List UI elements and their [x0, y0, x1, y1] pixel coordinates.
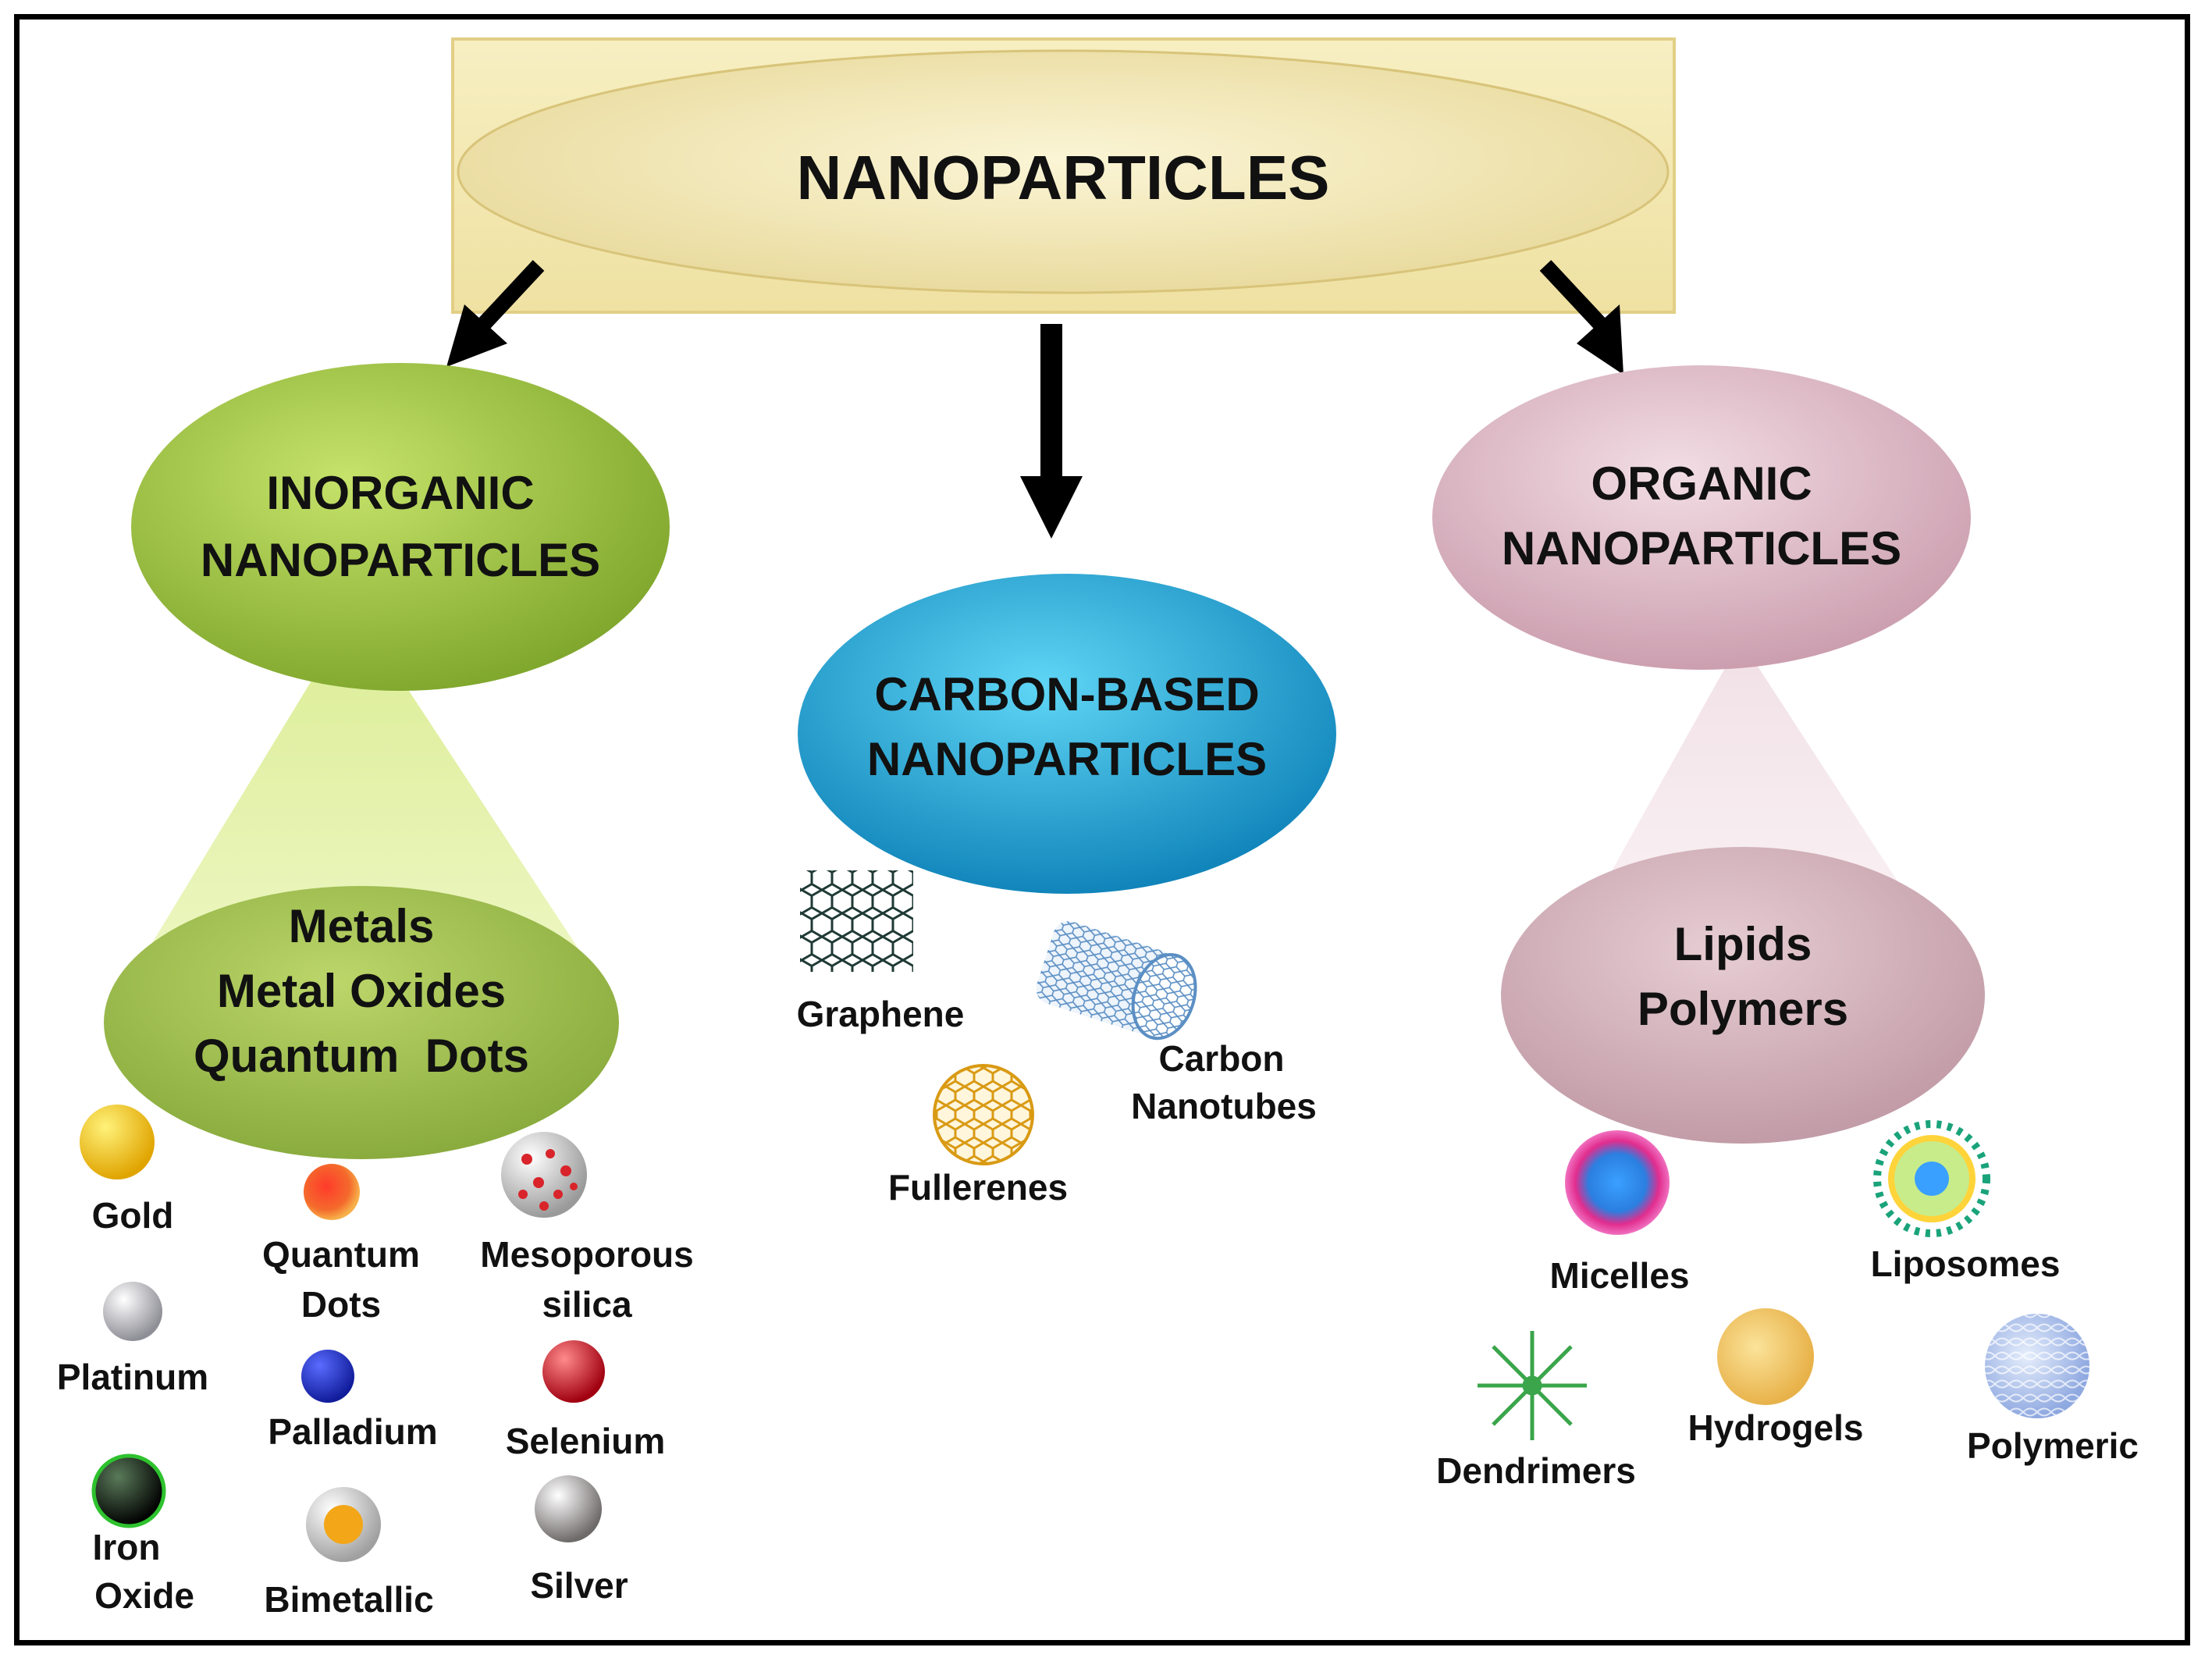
inorganic-subtype-metals: Metals [289, 900, 435, 952]
inorganic-subtype-metal-oxides: Metal Oxides [217, 965, 506, 1017]
arrow-to-carbon [1020, 324, 1083, 539]
silver-icon [535, 1475, 602, 1542]
organic-heading-ellipse [1432, 365, 1971, 670]
organic-branch: ORGANIC NANOPARTICLES Lipids Polymers [1432, 365, 1985, 1144]
carbon-nanotubes-label-line1: Carbon [1159, 1038, 1285, 1079]
selenium-label: Selenium [506, 1421, 666, 1461]
gold-example: Gold [80, 1105, 173, 1236]
graphene-example: Graphene [797, 870, 965, 1034]
hydrogel-icon [1717, 1308, 1814, 1405]
polymeric-example: Polymeric [1967, 1314, 2139, 1466]
palladium-example: Palladium [268, 1350, 438, 1452]
liposomes-label: Liposomes [1871, 1243, 2061, 1284]
bimetallic-core [324, 1505, 363, 1544]
fullerenes-example: Fullerenes [888, 1064, 1068, 1208]
silver-label: Silver [530, 1565, 628, 1606]
carbon-heading-ellipse [798, 574, 1336, 894]
carbon-nanotubes-label-line2: Nanotubes [1131, 1086, 1317, 1126]
carbon-heading-line2: NANOPARTICLES [867, 733, 1267, 785]
platinum-icon [103, 1282, 162, 1341]
organic-heading-line2: NANOPARTICLES [1502, 522, 1901, 575]
gold-label: Gold [92, 1195, 174, 1236]
hydrogels-example: Hydrogels [1688, 1308, 1864, 1448]
graphene-icon [800, 870, 913, 972]
platinum-example: Platinum [57, 1282, 208, 1397]
organic-subtypes-ellipse [1501, 847, 1985, 1144]
organic-heading-line1: ORGANIC [1591, 457, 1812, 510]
liposomes-example: Liposomes [1871, 1120, 2061, 1284]
quantum-dots-label-line2: Dots [301, 1284, 381, 1325]
page-title: NANOPARTICLES [797, 143, 1330, 212]
carbon-nanotube-icon [1036, 921, 1197, 1041]
mesoporous-silica-example: Mesoporous silica [480, 1132, 694, 1325]
inorganic-subtypes-ellipse [104, 886, 619, 1159]
inorganic-branch: INORGANIC NANOPARTICLES Metals Metal Oxi… [104, 363, 670, 1159]
inorganic-heading-line2: NANOPARTICLES [201, 534, 600, 586]
organic-subtype-lipids: Lipids [1674, 918, 1812, 970]
inorganic-heading-line1: INORGANIC [266, 467, 534, 519]
hydrogels-label: Hydrogels [1688, 1407, 1864, 1448]
carbon-heading-line1: CARBON-BASED [874, 668, 1259, 720]
arrow-to-organic [1539, 260, 1623, 375]
mesoporous-pores [518, 1149, 578, 1211]
carbon-branch: CARBON-BASED NANOPARTICLES [798, 574, 1336, 894]
fullerenes-label: Fullerenes [888, 1167, 1068, 1208]
mesoporous-label-line1: Mesoporous [480, 1234, 693, 1275]
graphene-label: Graphene [797, 994, 965, 1034]
iron-oxide-label-line2: Oxide [94, 1575, 194, 1616]
platinum-label: Platinum [57, 1357, 208, 1397]
quantum-dots-label-line1: Quantum [262, 1234, 420, 1275]
polymeric-mesh [1985, 1314, 2089, 1418]
quantum-dots-example: Quantum Dots [262, 1164, 420, 1325]
palladium-label: Palladium [268, 1411, 437, 1452]
iron-oxide-example: Iron Oxide [91, 1453, 194, 1616]
micelles-example: Micelles [1550, 1130, 1690, 1296]
palladium-icon [301, 1350, 354, 1403]
fullerene-cage [933, 1064, 1034, 1165]
liposome-center [1915, 1162, 1949, 1196]
selenium-example: Selenium [506, 1340, 666, 1461]
arrow-to-inorganic [446, 260, 545, 367]
mesoporous-label-line2: silica [542, 1284, 632, 1325]
dendrimers-label: Dendrimers [1436, 1450, 1636, 1491]
iron-oxide-label-line1: Iron [93, 1527, 161, 1567]
bimetallic-label: Bimetallic [264, 1579, 433, 1620]
dendrimers-example: Dendrimers [1436, 1331, 1636, 1491]
polymeric-label: Polymeric [1967, 1425, 2139, 1466]
inorganic-subtype-quantum-dots: Quantum Dots [194, 1030, 529, 1082]
micelle-icon [1565, 1130, 1670, 1235]
iron-oxide-icon [91, 1453, 166, 1528]
selenium-icon [542, 1340, 605, 1403]
quantum-dot-icon [304, 1164, 360, 1220]
carbon-nanotubes-example: Carbon Nanotubes [1036, 921, 1317, 1126]
bimetallic-example: Bimetallic [264, 1487, 434, 1620]
micelles-label: Micelles [1550, 1255, 1690, 1296]
organic-subtype-polymers: Polymers [1638, 983, 1848, 1035]
inorganic-heading-ellipse [131, 363, 670, 691]
title-box: NANOPARTICLES [451, 37, 1676, 314]
gold-icon [80, 1105, 155, 1179]
dendrimer-icon [1478, 1331, 1587, 1440]
silver-example: Silver [530, 1475, 628, 1606]
